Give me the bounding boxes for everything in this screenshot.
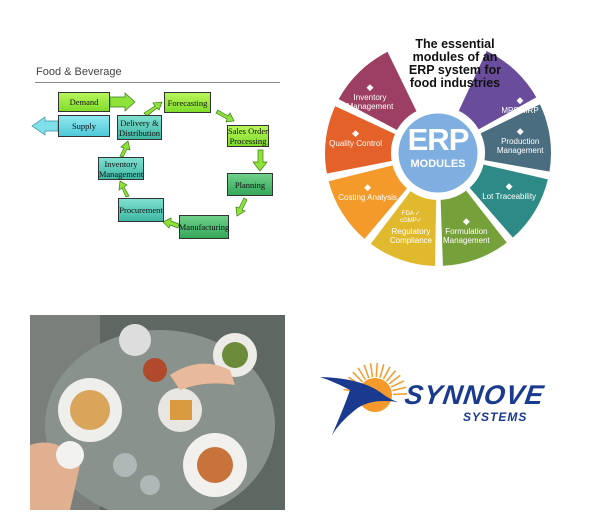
restaurant-table-photo	[30, 315, 285, 510]
module-petal	[467, 162, 551, 241]
sun-ray	[363, 364, 370, 379]
logo-emblem	[320, 363, 408, 435]
arrow-inventory-delivery	[119, 140, 131, 158]
box-demand: Demand	[58, 92, 110, 112]
arrow-manufacturing-procurement	[162, 217, 180, 229]
hub-modules-text: MODULES	[410, 158, 466, 170]
sun-ray	[375, 363, 378, 378]
erp-petals	[323, 48, 553, 268]
sun-ray	[390, 380, 405, 388]
diagram-arrows	[31, 92, 268, 229]
logo-subtitle: SYSTEMS	[463, 410, 528, 424]
sun-ray	[382, 366, 391, 380]
module-petal	[456, 48, 539, 132]
module-label: Lot Traceability	[482, 191, 537, 201]
arrow-forecast-sales	[215, 109, 235, 123]
title-divider	[35, 82, 280, 83]
inventory-icon: ◆	[366, 82, 374, 92]
box-supply: Supply	[58, 115, 110, 137]
module-petal	[326, 163, 410, 242]
box-sales-order: Sales Order Processing	[227, 125, 269, 147]
module-label: Formulation Management	[443, 226, 490, 245]
box-manufacturing: Manufacturing	[179, 215, 229, 239]
box-planning: Planning	[227, 173, 273, 196]
calendar-clock-icon: ◆	[516, 95, 524, 105]
box-procurement: Procurement	[118, 198, 164, 222]
sun-ray	[369, 363, 374, 378]
demand-arrow	[109, 92, 136, 112]
logo-wordmark: SYNNOVE	[402, 380, 547, 410]
arrow-procurement-inventory	[118, 180, 130, 198]
clipboard-check-icon: ◆	[352, 127, 360, 138]
diagram-title: Food & Beverage	[36, 66, 122, 78]
sun-ray	[385, 370, 397, 382]
box-delivery: Delivery & Distribution	[117, 115, 162, 140]
hub-erp-text: ERP	[407, 122, 470, 157]
box-inventory: Inventory Management	[98, 157, 144, 180]
module-label: MPS/MRP	[501, 106, 539, 115]
cgmp-badge: cGMP✓	[400, 218, 422, 225]
piggy-bank-icon: ◆	[364, 181, 372, 192]
arrow-planning-manufacturing	[235, 197, 248, 217]
photo-illustration	[30, 315, 285, 510]
arrow-delivery-forecast	[143, 101, 163, 117]
network-icon: ◆	[505, 180, 513, 191]
sun-ray	[357, 367, 367, 381]
erp-title: The essential modules of an ERP system f…	[408, 37, 502, 90]
module-label: Quality Control	[329, 138, 383, 148]
flask-icon: ◆	[462, 215, 470, 226]
sun-ray	[352, 371, 364, 383]
module-label: Regulatory Compliance	[389, 227, 433, 246]
module-label: Costing Analysis	[338, 192, 397, 202]
arrow-sales-planning	[252, 149, 268, 172]
module-petal	[368, 188, 439, 268]
supply-arrow	[31, 116, 59, 136]
module-label: Production Management	[496, 137, 544, 156]
factory-icon: ◆	[516, 126, 524, 137]
swoosh-icon	[320, 377, 398, 435]
sun-ray	[392, 386, 407, 392]
module-label: Inventory Management	[346, 93, 394, 111]
sun-ray	[379, 364, 385, 378]
module-petal	[438, 188, 510, 268]
module-petal	[336, 49, 419, 133]
fda-cgmp-icon: FDA ✓cGMP✓	[376, 211, 446, 225]
module-petal	[323, 103, 398, 176]
module-petal	[478, 102, 553, 174]
fda-badge: FDA ✓	[401, 211, 421, 218]
box-forecasting: Forecasting	[164, 92, 211, 113]
erp-hub	[395, 110, 481, 196]
sun-ray	[388, 374, 401, 385]
